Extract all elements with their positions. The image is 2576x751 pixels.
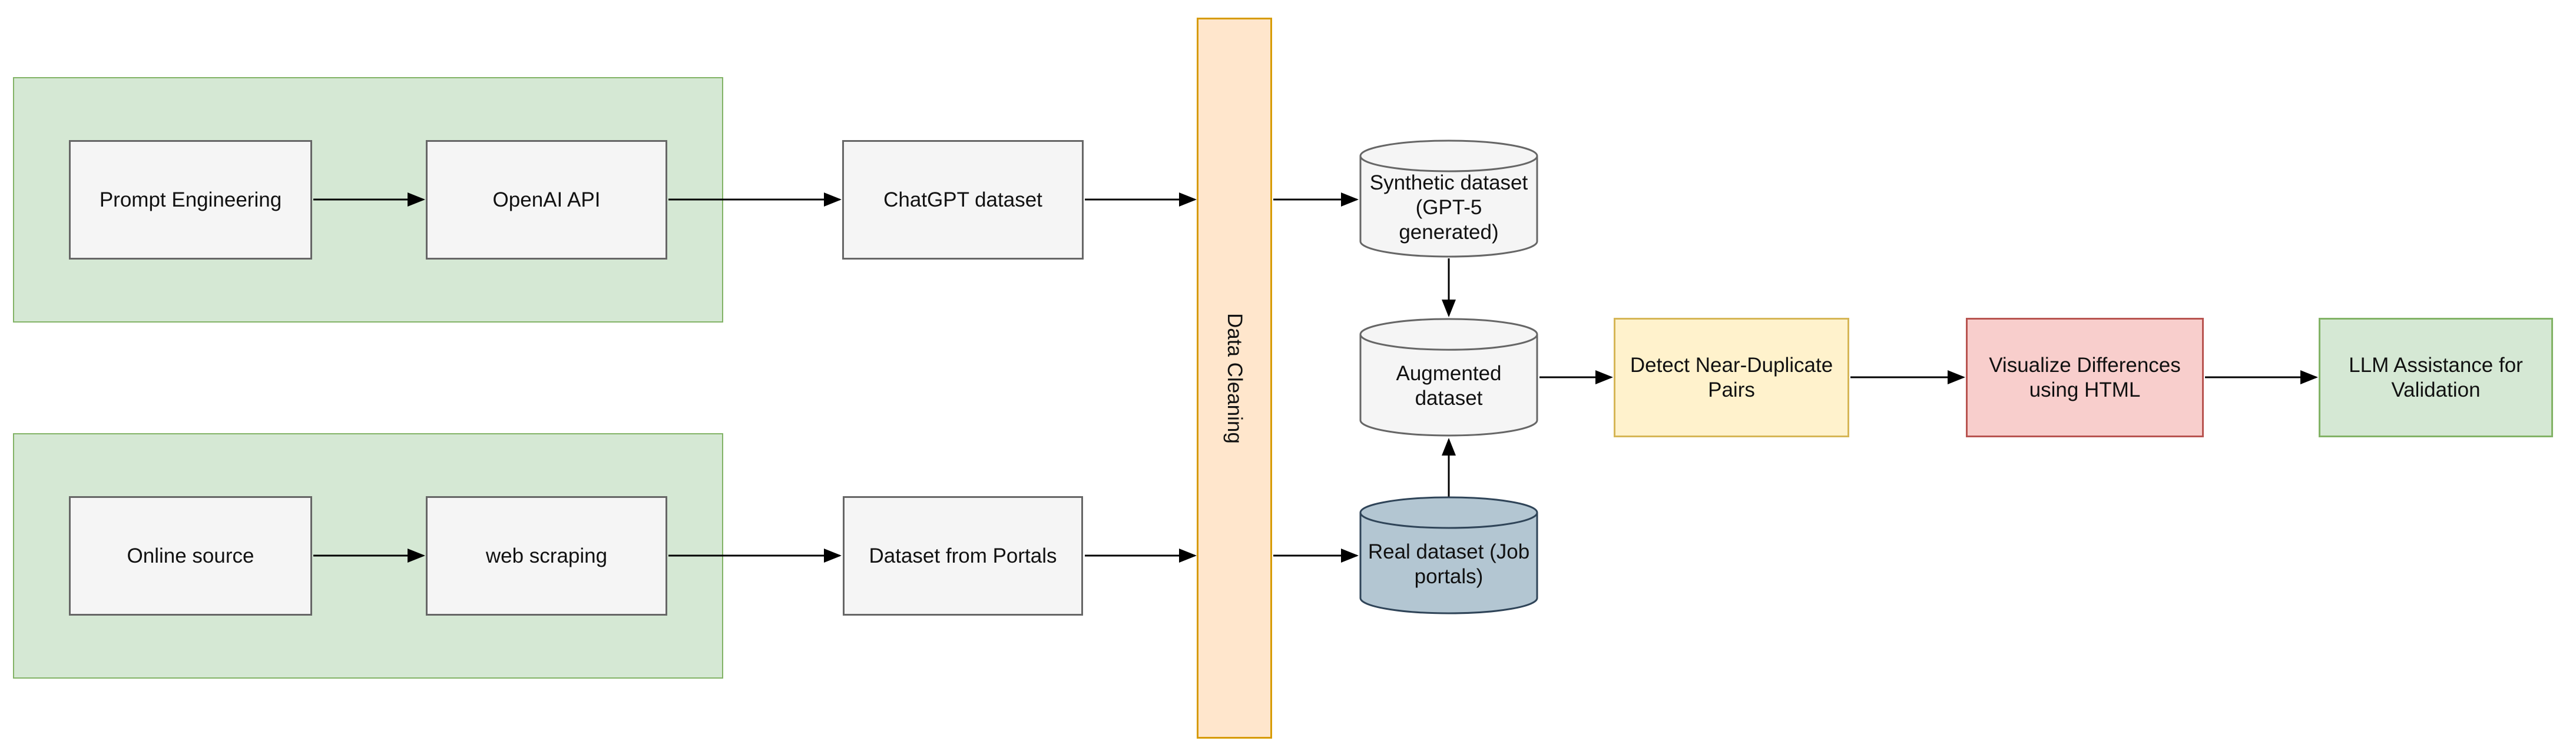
- node-dataset-from-portals[interactable]: Dataset from Portals: [843, 496, 1083, 616]
- node-real-dataset[interactable]: Real dataset (Job portals): [1359, 496, 1538, 614]
- node-online-source-label: Online source: [127, 544, 254, 567]
- node-prompt-engineering[interactable]: Prompt Engineering: [69, 140, 312, 260]
- database-cylinder-icon: [1359, 139, 1538, 258]
- node-prompt-engineering-label: Prompt Engineering: [99, 188, 282, 211]
- node-synthetic-dataset[interactable]: Synthetic dataset (GPT-5 generated): [1359, 139, 1538, 258]
- node-data-cleaning[interactable]: Data Cleaning: [1197, 18, 1272, 739]
- node-chatgpt-dataset[interactable]: ChatGPT dataset: [842, 140, 1084, 260]
- node-llm-assistance-label: LLM Assistance for Validation: [2349, 353, 2523, 401]
- node-visualize-differences[interactable]: Visualize Differences using HTML: [1966, 318, 2204, 437]
- node-openai-api[interactable]: OpenAI API: [426, 140, 667, 260]
- database-cylinder-icon: [1359, 496, 1538, 614]
- node-web-scraping-label: web scraping: [485, 544, 608, 567]
- node-chatgpt-dataset-label: ChatGPT dataset: [883, 188, 1042, 211]
- node-web-scraping[interactable]: web scraping: [426, 496, 667, 616]
- node-openai-api-label: OpenAI API: [492, 188, 601, 211]
- node-visualize-differences-label: Visualize Differences using HTML: [1989, 353, 2181, 401]
- node-real-dataset-label: Real dataset (Job portals): [1368, 540, 1530, 588]
- node-online-source[interactable]: Online source: [69, 496, 312, 616]
- node-data-cleaning-label: Data Cleaning: [1223, 313, 1246, 444]
- node-detect-near-duplicate-pairs[interactable]: Detect Near-Duplicate Pairs: [1614, 318, 1849, 437]
- node-augmented-dataset[interactable]: Augmented dataset: [1359, 318, 1538, 437]
- node-detect-near-duplicate-pairs-label: Detect Near-Duplicate Pairs: [1630, 353, 1833, 401]
- node-llm-assistance[interactable]: LLM Assistance for Validation: [2319, 318, 2553, 437]
- node-synthetic-dataset-label: Synthetic dataset (GPT-5 generated): [1369, 171, 1528, 244]
- node-augmented-dataset-label: Augmented dataset: [1396, 362, 1502, 410]
- database-cylinder-icon: [1359, 318, 1538, 437]
- node-dataset-from-portals-label: Dataset from Portals: [869, 544, 1057, 567]
